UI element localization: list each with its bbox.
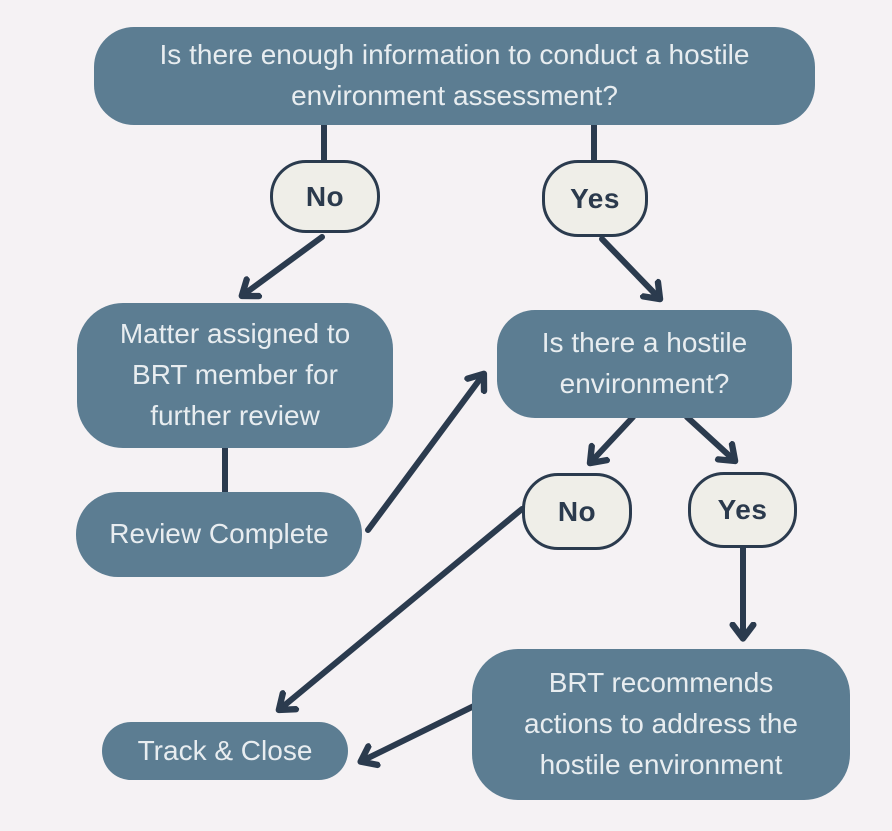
node-yes-decision-1: Yes bbox=[542, 160, 648, 237]
edge-yes1-to-q2 bbox=[599, 236, 659, 298]
edge-no1-to-matter bbox=[243, 234, 325, 295]
node-enough-info-question: Is there enough information to conduct a… bbox=[94, 27, 815, 125]
edge-brt-to-track bbox=[362, 702, 479, 761]
node-hostile-environment-question: Is there a hostile environment? bbox=[497, 310, 792, 418]
node-brt-recommends-actions: BRT recommends actions to address the ho… bbox=[472, 649, 850, 800]
edge-review-to-q2 bbox=[365, 375, 483, 533]
node-track-and-close: Track & Close bbox=[102, 722, 348, 780]
node-no-decision-2: No bbox=[522, 473, 632, 550]
edge-q2-to-no2 bbox=[591, 414, 636, 462]
node-no-decision-1: No bbox=[270, 160, 380, 233]
edge-q2-to-yes2 bbox=[684, 414, 734, 460]
node-review-complete: Review Complete bbox=[76, 492, 362, 577]
node-yes-decision-2: Yes bbox=[688, 472, 797, 548]
edge-no2-to-track bbox=[280, 506, 525, 709]
node-matter-assigned-brt: Matter assigned to BRT member for furthe… bbox=[77, 303, 393, 448]
